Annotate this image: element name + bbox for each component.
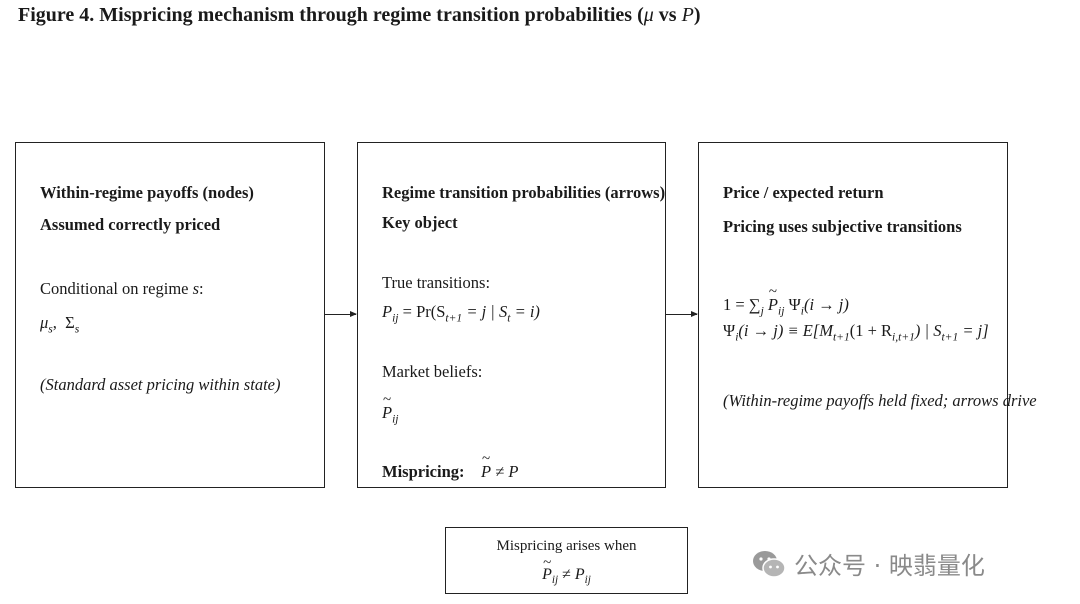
p-tilde: P [382,392,392,423]
sigma-sub: s [74,323,80,336]
condition-p-tilde: P [542,555,552,584]
mispricing-neq: ≠ [491,462,509,481]
condition-p-sub: ij [584,574,591,587]
eq1-psi: Ψ [784,295,801,314]
transition-box: Regime transition probabilities (arrows)… [357,142,666,488]
middle-heading: Regime transition probabilities (arrows) [382,183,666,202]
s-sub-2: t [507,312,511,325]
mu-symbol: μ [40,313,49,332]
eq1-end: (i → j) [803,295,849,314]
conditional-var: s [192,279,200,298]
conditional-colon: : [199,279,204,298]
true-transitions-label: True transitions: [382,273,491,292]
left-note: (Standard asset pricing within state) [40,375,281,394]
mispricing-p: P [508,462,519,481]
mispricing-p-tilde: P [481,451,491,482]
condition-line1: Mispricing arises when [496,538,637,554]
title-p: P [681,4,694,26]
p-symbol: P [382,302,393,321]
belief-symbol: Pij [382,392,399,426]
eq1-sum-sub: j [760,305,764,318]
eq2-c: ) | S [914,321,942,340]
eq2-a: (i → j) ≡ E[M [738,321,833,340]
eq1-p-tilde: P [768,284,778,315]
conditional-label: Conditional on regime s: [40,279,204,299]
eq2-psi-sub: i [735,331,739,344]
right-heading: Price / expected return [723,183,884,202]
formula-mid: = j | S [462,302,508,321]
condition-neq: ≠ [558,566,575,583]
p-sub: ij [392,312,399,325]
eq2-sub-1: t+1 [832,331,850,344]
left-subheading: Assumed correctly priced [40,215,221,234]
pricing-equation-2: Ψi(i → j) ≡ E[Mt+1(1 + Ri,t+1) | St+1 = … [723,321,989,343]
mispricing-row: Mispricing: P ≠ P [382,451,519,482]
watermark: 公众号 · 映翡量化 [752,546,985,581]
middle-subheading: Key object [382,213,458,232]
eq2-psi: Ψ [723,321,736,340]
title-mu: μ [643,4,654,26]
mispricing-condition-box: Mispricing arises when Pij ≠ Pij [445,527,688,594]
watermark-text: 公众号 · 映翡量化 [794,552,985,580]
wechat-icon [753,550,786,578]
condition-p-tilde-sub: ij [551,574,559,587]
title-suffix: ) [693,4,701,26]
title-text: Figure 4. Mispricing mechanism through r… [18,4,644,26]
eq1-psi-sub: i [800,305,804,318]
pr-text: = Pr(S [398,302,446,321]
market-beliefs-label: Market beliefs: [382,362,483,381]
mispricing-label: Mispricing: [382,462,465,481]
eq2-d: = j] [958,321,989,340]
arrow-left-to-middle [325,310,357,317]
figure-title: Figure 4. Mispricing mechanism through r… [18,4,700,27]
eq2-sub-2: i,t+1 [892,331,915,344]
right-subheading: Pricing uses subjective transitions [723,217,962,236]
formula-end: = i) [510,302,540,321]
left-heading: Within-regime payoffs (nodes) [40,183,254,202]
conditional-text: Conditional on regime [40,279,193,298]
true-transitions-formula: Pij = Pr(St+1 = j | St = i) [382,302,540,324]
arrow-middle-to-right [666,310,698,317]
mu-sigma-formula: μs, Σs [40,313,80,336]
p-tilde-sub: ij [392,413,399,426]
title-vs: vs [653,4,682,26]
condition-p: P [574,566,585,583]
pricing-equation-1: 1 = ∑j Pij Ψi(i → j) [723,284,849,318]
right-note: (Within-regime payoffs held fixed; arrow… [723,391,1037,410]
price-return-box: Price / expected return Pricing uses sub… [698,142,1037,488]
mu-sub: s [48,323,53,336]
eq1-p-sub: ij [778,305,785,318]
eq2-b: (1 + R [849,321,893,340]
sigma-symbol: Σ [65,313,75,332]
eq2-sub-3: t+1 [941,331,959,344]
condition-formula: Pij ≠ Pij [446,555,687,587]
within-regime-box: Within-regime payoffs (nodes) Assumed co… [15,142,325,488]
s-sub-1: t+1 [445,312,463,325]
eq1-sum: 1 = ∑ [723,295,761,314]
